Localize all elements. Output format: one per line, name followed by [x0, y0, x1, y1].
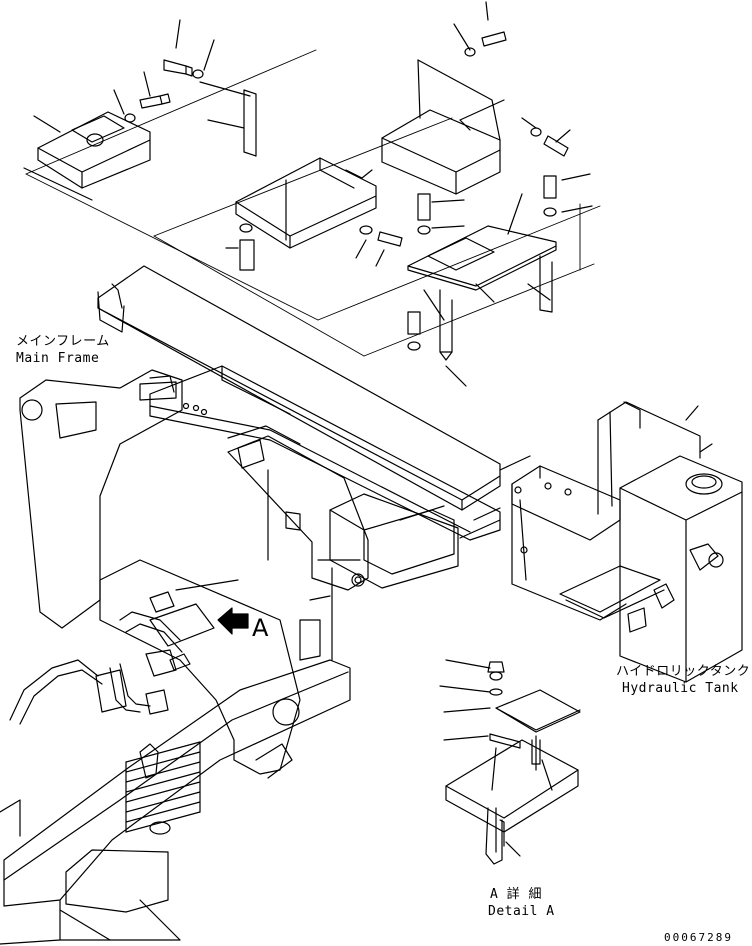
top-left-bracket: [24, 112, 150, 200]
hydraulic-tank: [512, 402, 742, 682]
strap-plate: [200, 82, 256, 156]
main-frame: [0, 266, 530, 944]
main-frame-label-en: Main Frame: [16, 351, 100, 366]
cover-box: [236, 158, 376, 248]
bolts-upper-right: [454, 2, 570, 156]
mounting-platform: [408, 226, 556, 360]
bolts-cover: [226, 224, 402, 270]
main-frame-label-jp: メインフレーム: [16, 334, 110, 349]
detail-a-label-jp: A 詳 細: [490, 887, 542, 902]
view-arrow: [218, 608, 248, 634]
detail-a: [440, 660, 580, 864]
explode-guides: [26, 50, 600, 356]
detail-a-label-en: Detail A: [488, 904, 555, 919]
upper-right-housing: [382, 60, 504, 194]
view-a-marker: A: [252, 614, 269, 642]
bolts-top-left: [114, 20, 214, 122]
document-number: 00067289: [664, 931, 733, 944]
hydraulic-tank-label-en: Hydraulic Tank: [622, 681, 739, 696]
bolts-platform: [408, 174, 592, 386]
hydraulic-tank-label-jp: ハイドロリックタンク: [616, 664, 751, 679]
